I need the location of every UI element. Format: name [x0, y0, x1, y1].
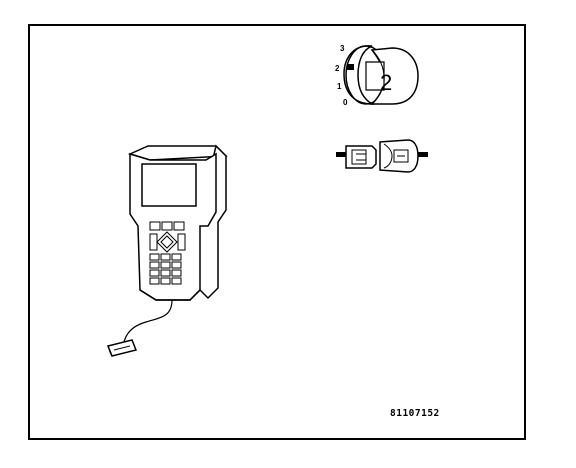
position-label-2: 2 [335, 64, 340, 73]
figure-reference-code: 81107152 [390, 408, 440, 419]
position-label-1: 1 [337, 82, 342, 91]
rotary-switch-illustration: 2 3 2 1 0 [335, 44, 419, 107]
handheld-tester-illustration [106, 144, 228, 357]
connector-adapter-illustration [336, 139, 428, 173]
figure-frame [28, 24, 526, 440]
position-label-0: 0 [343, 98, 348, 107]
tester-plug [106, 339, 138, 357]
tester-screen [141, 163, 197, 207]
position-label-3: 3 [340, 44, 345, 53]
tester-cable [123, 299, 173, 343]
tester-keypad [149, 221, 186, 285]
selected-position-label: 2 [380, 70, 392, 95]
position-indicator [347, 64, 354, 70]
